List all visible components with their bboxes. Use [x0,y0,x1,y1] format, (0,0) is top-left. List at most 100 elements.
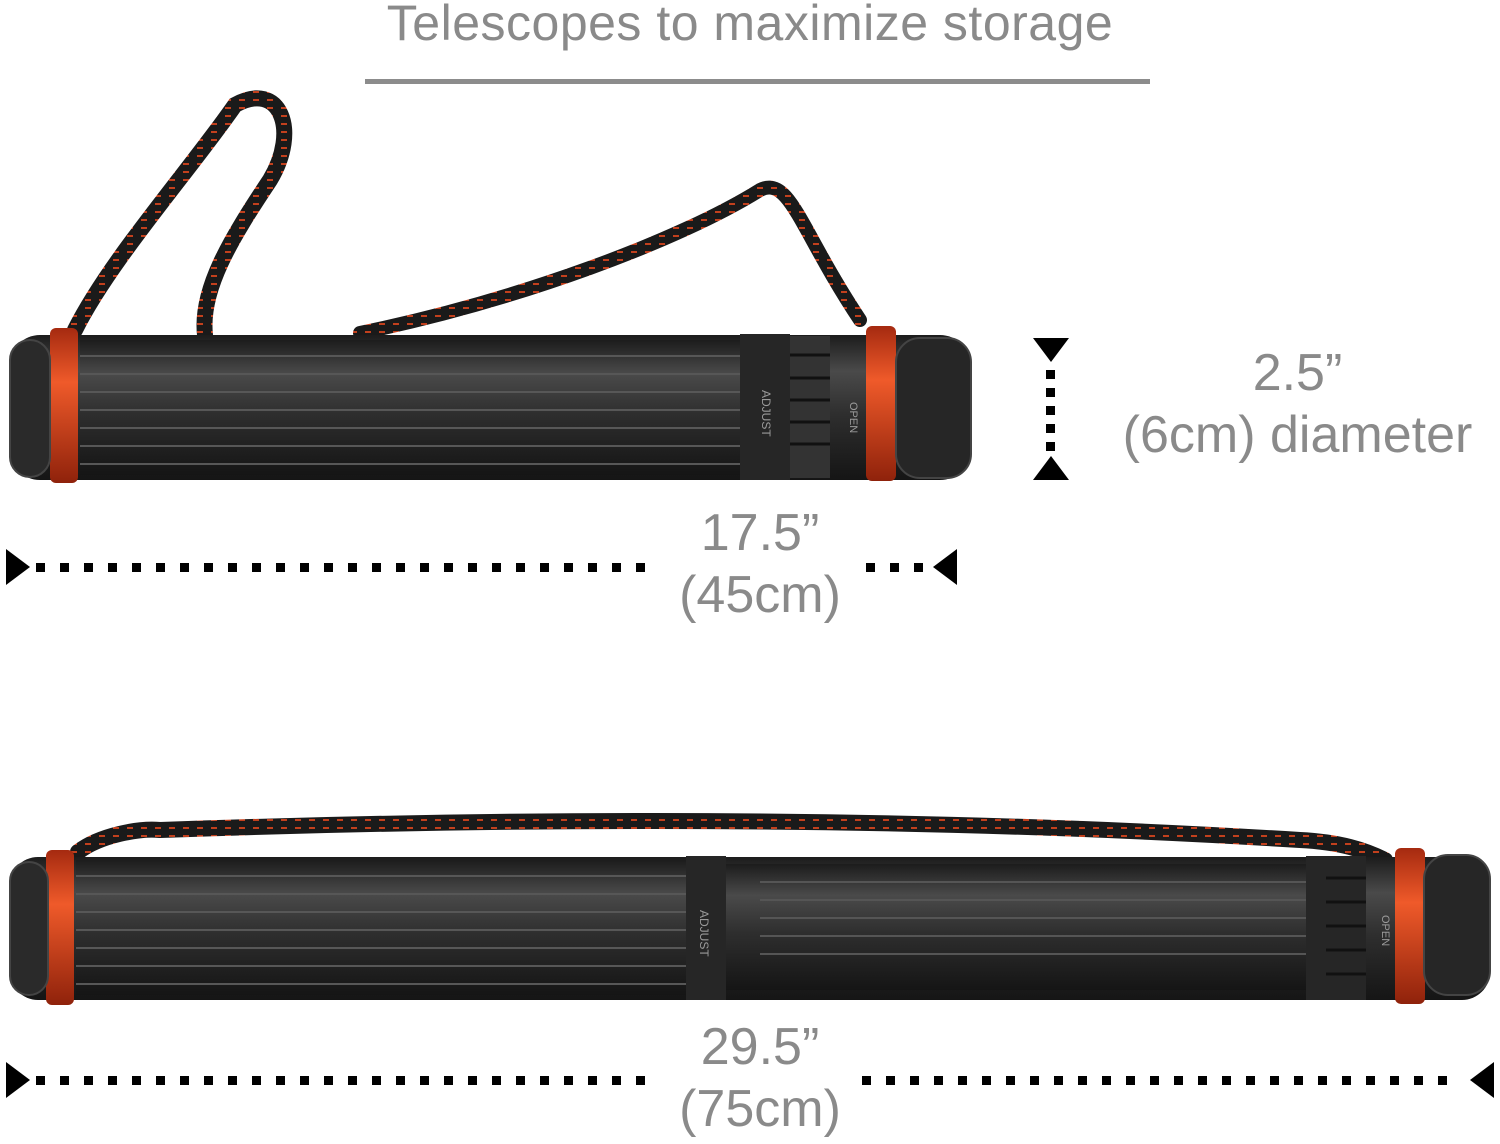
extended-tube-right-band [1395,848,1425,1004]
dimension-dot [108,563,117,572]
dimension-dot [636,1076,645,1085]
dimension-dot [612,563,621,572]
dimension-dot [612,1076,621,1085]
extended-tube-strap [70,813,1393,868]
extended-length-marker [6,1062,1494,1098]
extended-length-metric: (75cm) [679,1080,841,1138]
dimension-dot [300,1076,309,1085]
dimension-dot [276,563,285,572]
dimension-dot [228,1076,237,1085]
dimension-dot [420,1076,429,1085]
dimension-dot [1078,1076,1087,1085]
page-title: Telescopes to maximize storage [386,0,1114,51]
dimension-dot [60,563,69,572]
dimension-dot [588,563,597,572]
dimension-dot [982,1076,991,1085]
closed-tube: ADJUST OPEN [9,90,972,483]
dimension-dot [1342,1076,1351,1085]
dimension-dot [396,563,405,572]
dimension-dot [228,563,237,572]
closed-tube-adjust-marking: ADJUST [759,390,773,437]
diameter-marker [1033,338,1069,480]
dimension-dot [324,563,333,572]
dimension-dot [324,1076,333,1085]
dimension-dot [564,1076,573,1085]
closed-tube-left-band [50,328,78,483]
diameter-value: 2.5” [1252,344,1343,402]
dimension-dot [516,1076,525,1085]
closed-length-marker [6,549,957,585]
closed-length-metric: (45cm) [679,566,841,624]
dimension-dot [1126,1076,1135,1085]
extended-length-value: 29.5” [700,1018,820,1076]
dimension-dot [1006,1076,1015,1085]
extended-length-label: 29.5” (75cm) [640,1016,880,1140]
dimension-dot [252,563,261,572]
dimension-dot [540,563,549,572]
dimension-dot [516,563,525,572]
dimension-dot [492,1076,501,1085]
dimension-dot [1054,1076,1063,1085]
dimension-dot [444,1076,453,1085]
dimension-dot [108,1076,117,1085]
closed-tube-strap-long [353,180,867,340]
dimension-dot [492,563,501,572]
dimension-dot [890,563,899,572]
dimension-dot [1150,1076,1159,1085]
dimension-dot [1390,1076,1399,1085]
extended-tube: ADJUST OPEN [9,813,1491,1005]
dimension-dot [914,563,923,572]
dimension-dot [204,1076,213,1085]
dimension-dot [1198,1076,1207,1085]
dimension-dot [84,563,93,572]
closed-length-value: 17.5” [700,504,820,562]
dimension-dot [958,1076,967,1085]
dimension-dot [1318,1076,1327,1085]
dimension-dot [564,563,573,572]
closed-length-label: 17.5” (45cm) [640,502,880,626]
dimension-dot [468,1076,477,1085]
dimension-dot [396,1076,405,1085]
dimension-dot [910,1076,919,1085]
extended-tube-left-band [46,850,74,1005]
dimension-dot [180,1076,189,1085]
dimension-dot [348,1076,357,1085]
diameter-label: 2.5” (6cm) diameter [1100,342,1495,466]
dimension-dot [1366,1076,1375,1085]
dimension-dot [204,563,213,572]
dimension-dot [276,1076,285,1085]
dimension-dot [372,1076,381,1085]
dimension-dot [866,563,875,572]
dimension-dot [1414,1076,1423,1085]
dimension-dot [934,1076,943,1085]
dimension-dot [252,1076,261,1085]
dimension-dot [636,563,645,572]
dimension-dot [180,563,189,572]
dimension-dot [588,1076,597,1085]
dimension-dot [420,563,429,572]
dimension-dot [468,563,477,572]
closed-tube-open-marking: OPEN [847,402,859,433]
dimension-dot [540,1076,549,1085]
dimension-dot [36,1076,45,1085]
closed-tube-right-band [866,326,896,481]
dimension-dot [348,563,357,572]
closed-tube-strap [67,90,293,343]
dimension-dot [300,563,309,572]
dimension-dot [84,1076,93,1085]
dimension-dot [132,1076,141,1085]
dimension-dot [156,563,165,572]
dimension-dot [1102,1076,1111,1085]
dimension-dot [1030,1076,1039,1085]
dimension-dot [132,563,141,572]
dimension-dot [862,1076,871,1085]
dimension-dot [1174,1076,1183,1085]
dimension-dot [1438,1076,1447,1085]
dimension-dot [444,563,453,572]
title-underline [365,79,1150,84]
dimension-dot [60,1076,69,1085]
diameter-metric: (6cm) diameter [1122,406,1473,464]
dimension-dot [156,1076,165,1085]
extended-tube-open-marking: OPEN [1379,915,1391,946]
